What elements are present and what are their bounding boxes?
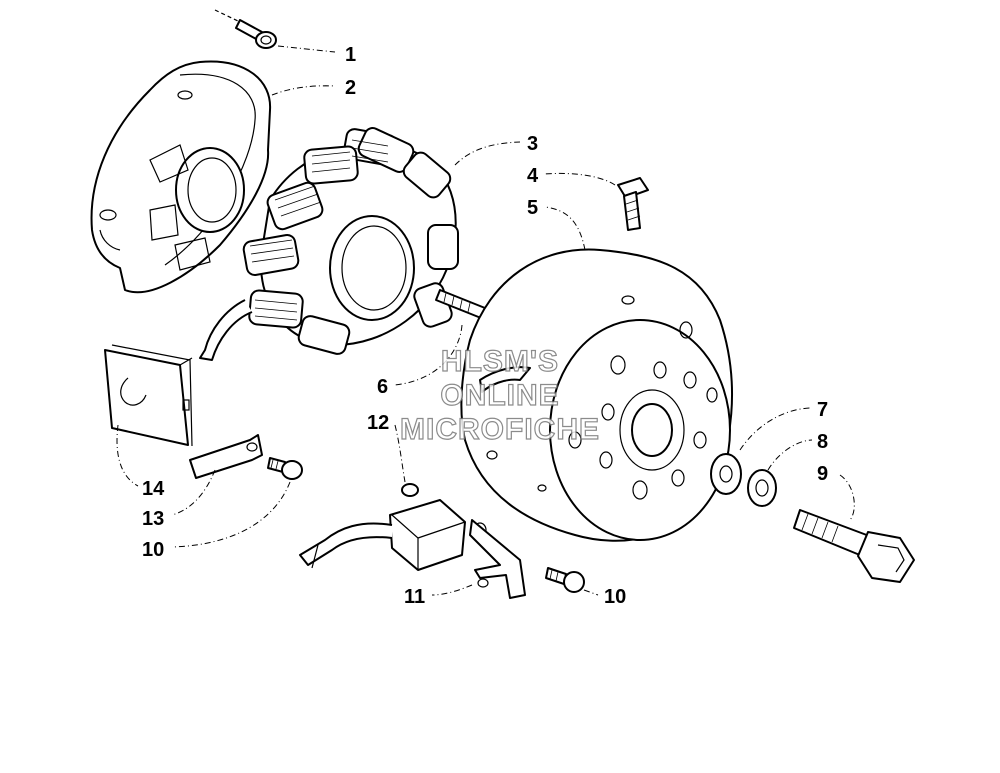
callout-8: 8 — [817, 431, 828, 453]
part-14-pickup-plate — [104, 344, 193, 447]
watermark: HLSM'S ONLINE MICROFICHE — [380, 344, 620, 447]
part-7-washer — [710, 453, 742, 495]
callout-1: 1 — [345, 44, 356, 66]
callout-4: 4 — [527, 165, 539, 187]
callout-5: 5 — [527, 197, 538, 219]
callout-14: 14 — [142, 478, 165, 500]
part-1-bolt — [214, 9, 277, 49]
part-10-screw-right — [545, 567, 585, 593]
part-13-bracket — [189, 434, 263, 479]
callout-3: 3 — [527, 133, 538, 155]
part-5-flywheel — [460, 248, 733, 542]
leader-lines — [116, 45, 855, 596]
callout-7: 7 — [817, 399, 828, 421]
callout-6: 6 — [377, 376, 388, 398]
watermark-line-1: HLSM'S — [440, 344, 560, 378]
watermark-line-2: ONLINE — [440, 378, 560, 412]
callout-9: 9 — [817, 463, 828, 485]
part-8-lock-washer — [747, 469, 777, 507]
part-9-bolt — [793, 509, 915, 583]
callout-2: 2 — [345, 77, 356, 99]
callout-10-left: 10 — [142, 539, 164, 561]
part-2-cover-plate — [90, 60, 272, 294]
part-11-bracket — [469, 519, 526, 599]
callout-10-right: 10 — [604, 586, 626, 608]
watermark-line-3: MICROFICHE — [399, 412, 600, 446]
part-3-stator — [199, 127, 459, 361]
part-12-ignition-coil — [299, 483, 466, 571]
callout-11: 11 — [404, 586, 425, 608]
part-4-bolt — [617, 177, 649, 231]
callout-13: 13 — [142, 508, 164, 530]
callout-12: 12 — [367, 412, 389, 434]
part-10-screw-left — [267, 457, 303, 480]
callout-labels: 1 2 3 4 5 6 7 8 9 12 14 13 10 11 10 — [142, 44, 828, 608]
